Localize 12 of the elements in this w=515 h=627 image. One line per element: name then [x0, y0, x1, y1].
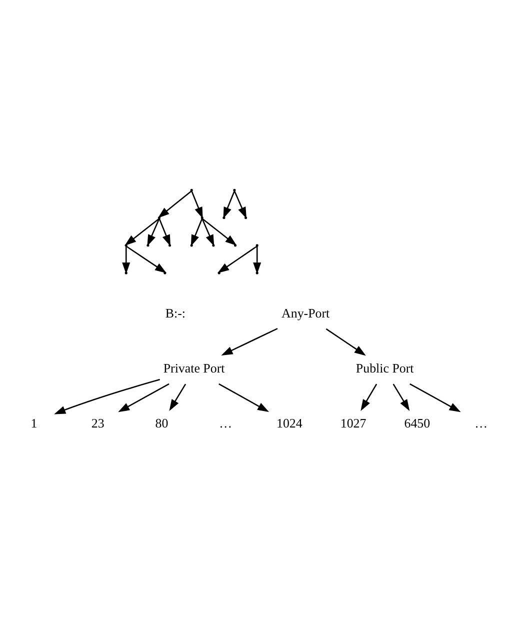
node-text: 1027 — [340, 414, 366, 430]
node-text: Private Port — [163, 360, 225, 375]
node-text: 6450 — [404, 414, 430, 430]
node-text: Any-Port — [282, 304, 330, 320]
node-text: 80 — [155, 414, 168, 430]
node-text: Public Port — [356, 360, 414, 375]
label: … — [219, 414, 232, 430]
node-text: 23 — [91, 414, 104, 430]
node-text: … — [474, 414, 488, 430]
node-text: 1 — [30, 414, 38, 430]
label: B:-: — [165, 304, 186, 320]
node-text: 1024 — [276, 414, 302, 430]
